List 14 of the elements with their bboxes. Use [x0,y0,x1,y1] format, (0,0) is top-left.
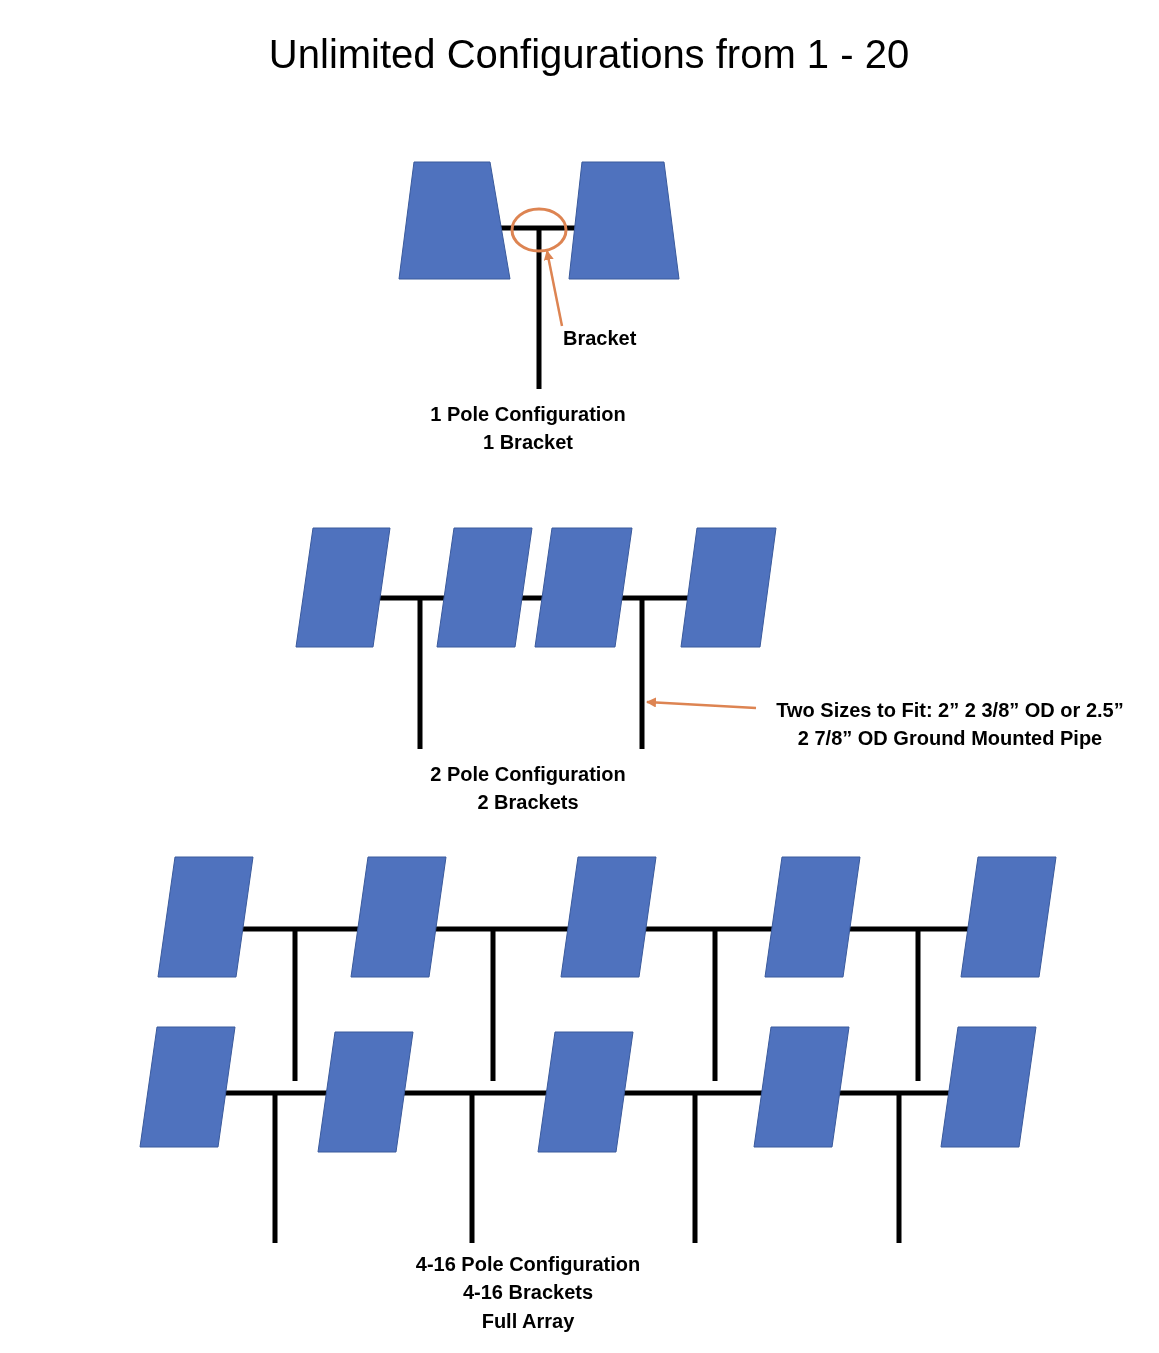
callout-text: Bracket [563,326,637,350]
caption-text: 2 Pole Configuration [430,762,626,786]
caption-text: 4-16 Brackets [462,1280,594,1304]
leader-arrow [543,250,564,327]
caption-text: 1 Pole Configuration [430,402,626,426]
callout-text: Two Sizes to Fit: 2” 2 3/8” OD or 2.5” 2 7/8” OD Ground Mounted Pipe [758,696,1142,752]
pole [639,598,645,749]
caption-text: Full Array [481,1309,575,1333]
bracket-highlight-circle [510,207,568,253]
caption-text: 4-16 Pole Configuration [415,1252,641,1276]
caption-text: 1 Bracket [482,430,574,454]
title: Unlimited Configurations from 1 - 20 [268,31,910,78]
caption-text: 2 Brackets [477,790,579,814]
leader-arrow [646,697,757,710]
